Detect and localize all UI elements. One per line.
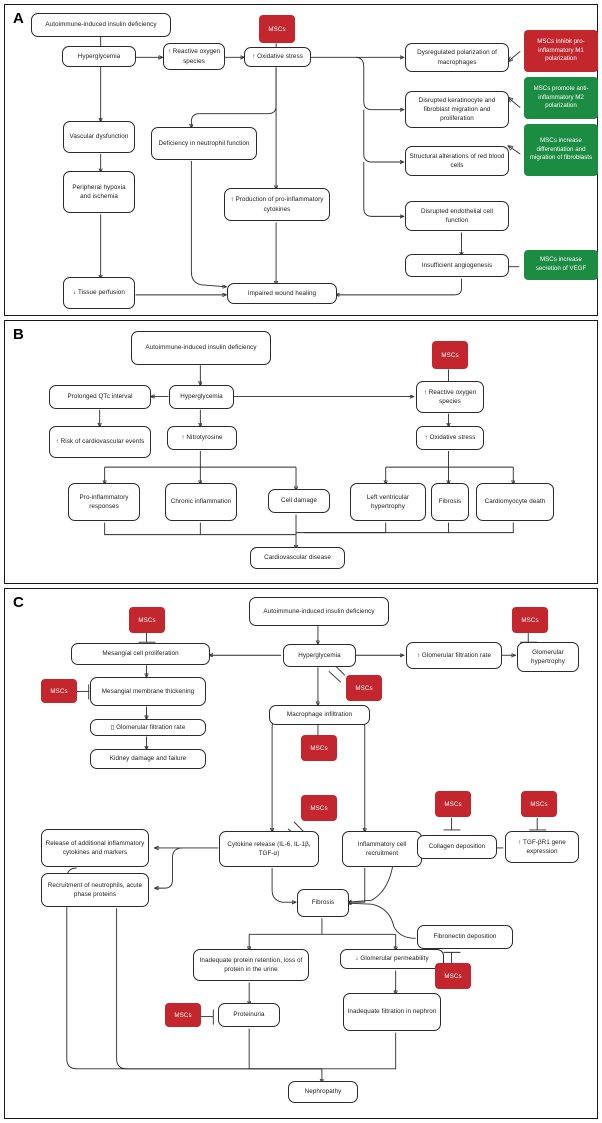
node-b-prolonged-qtc: Prolonged QTc interval [49,385,151,409]
msc-pill-c10: MSCs [165,1003,201,1027]
node-c-release-cytokines: Release of additional inflammatory cytok… [41,829,149,867]
node-b-nitrotyrosine: ↑ Nitrotyrosine [167,426,237,450]
panel-a-letter: A [13,10,24,27]
node-a-impaired-wound-healing: Impaired wound healing [227,283,337,304]
node-b-hyperglycemia: Hyperglycemia [169,385,234,409]
node-b-cardiomyocyte-death: Cardiomyocyte death [476,483,554,521]
node-b-cv-risk: ↑ Risk of cardiovascular events [49,426,151,458]
msc-pill-c5: MSCs [301,735,337,761]
node-a-neutrophil-deficiency: Deficiency in neutrophil function [151,127,257,160]
node-b-oxidative-stress: ↑ Oxidative stress [416,426,484,450]
node-b-reactive-oxygen-species: ↑ Reactive oxygen species [416,381,484,413]
callout-a-m1-inhibition: MSCs inhibit pro-inflammatory M1 polariz… [524,30,598,72]
node-c-collagen-deposition: Collagen deposition [417,835,497,859]
node-c-fibrosis: Fibrosis [297,889,349,917]
node-c-gfr-increase: ↑ Glomerular filtration rate [406,642,502,669]
node-c-inflammatory-cell-recruitment: Inflammatory cell recruitment [342,831,422,867]
node-a-tissue-perfusion: ↓ Tissue perfusion [63,277,135,309]
panel-b: B [4,320,598,584]
node-a-vascular-dysfunction: Vascular dysfunction [63,121,135,153]
node-c-cytokine-release: Cytokine release (IL-6, IL-1β, TGF-α) [219,831,319,867]
callout-a-vegf-secretion: MSCs increase secretion of VEGF [524,250,598,280]
callout-a-fibroblast-migration: MSCs increase differentiation and migrat… [524,124,598,176]
node-c-mesangial-membrane-thickening: Mesangial membrane thickening [90,677,206,706]
node-c-nephropathy: Nephropathy [288,1081,358,1103]
node-b-chronic-inflammation: Chronic inflammation [165,483,237,521]
node-c-insulin: Autoimmune-induced insulin deficiency [249,597,389,626]
node-c-gfr-decrease: ▯ Glomerular filtration rate [90,719,206,736]
node-a-red-blood-cells: Structural alterations of red blood cell… [405,146,509,176]
node-b-cell-damage: Cell damage [268,489,330,513]
node-a-keratinocyte-disruption: Disrupted keratinocyte and fibroblast mi… [405,91,509,128]
node-a-insulin: Autoimmune-induced insulin deficiency [31,13,171,37]
node-a-oxidative-stress: ↑ Oxidative stress [244,47,311,67]
msc-pill-c3: MSCs [41,679,77,703]
node-b-insulin: Autoimmune-induced insulin deficiency [131,331,271,365]
node-a-macrophage-polarization: Dysregulated polarization of macrophages [405,43,509,72]
node-a-proinflammatory-cytokines: ↑ Production of pro-inflammatory cytokin… [224,188,330,221]
panel-b-letter: B [13,326,24,343]
node-c-protein-loss: Inadequate protein retention, loss of pr… [193,949,309,981]
node-c-macrophage-infiltration: Macrophage infiltration [269,705,370,725]
node-c-neutrophil-recruitment: Recruitment of neutrophils, acute phase … [41,873,149,907]
msc-pill-c1: MSCs [129,607,165,633]
msc-pill-c2: MSCs [512,607,548,633]
callout-a-m2-promotion: MSCs promote anti-inflammatory M2 polari… [524,77,598,119]
node-a-endothelial-dysfunction: Disrupted endothelial cell function [405,201,509,231]
msc-pill-c6: MSCs [301,795,337,821]
msc-pill-c4: MSCs [346,675,382,701]
node-c-glomerular-permeability: ↓ Glomerular permeability [340,949,444,969]
node-c-hyperglycemia: Hyperglycemia [283,644,356,667]
node-a-insufficient-angiogenesis: Insufficient angiogenesis [405,254,509,277]
msc-pill-c7: MSCs [435,791,471,817]
msc-pill-b1: MSCs [432,341,468,369]
node-c-kidney-damage: Kidney damage and failure [90,749,206,769]
node-c-fibronectin-deposition: Fibronectin deposition [417,925,513,949]
panel-a: A [4,4,598,316]
node-c-glomerular-hypertrophy: Glomerular hypertrophy [517,642,579,672]
node-c-nephron-filtration: Inadequate filtration in nephron [343,993,441,1031]
msc-pill-c9: MSCs [435,963,471,989]
node-a-hyperglycemia: Hyperglycemia [62,46,136,67]
node-b-cardiovascular-disease: Cardiovascular disease [250,547,345,569]
node-c-tgf-br1-expression: ↑ TGF-βR1 gene expression [505,831,579,863]
node-b-fibrosis: Fibrosis [431,483,469,521]
panel-c: C [4,588,598,1119]
node-c-mesangial-proliferation: Mesangial cell proliferation [71,643,210,665]
node-c-proteinuria: Proteinuria [218,1003,280,1027]
panel-c-letter: C [13,594,24,611]
msc-pill-c8: MSCs [521,791,557,817]
node-b-proinflammatory-responses: Pro-inflammatory responses [68,483,140,521]
node-b-lv-hypertrophy: Left ventricular hypertrophy [350,483,426,521]
msc-pill-a1: MSCs [259,15,295,43]
node-a-reactive-oxygen-species: ↑ Reactive oxygen species [163,43,225,70]
node-a-peripheral-hypoxia: Peripheral hypoxia and ischemia [63,171,135,213]
